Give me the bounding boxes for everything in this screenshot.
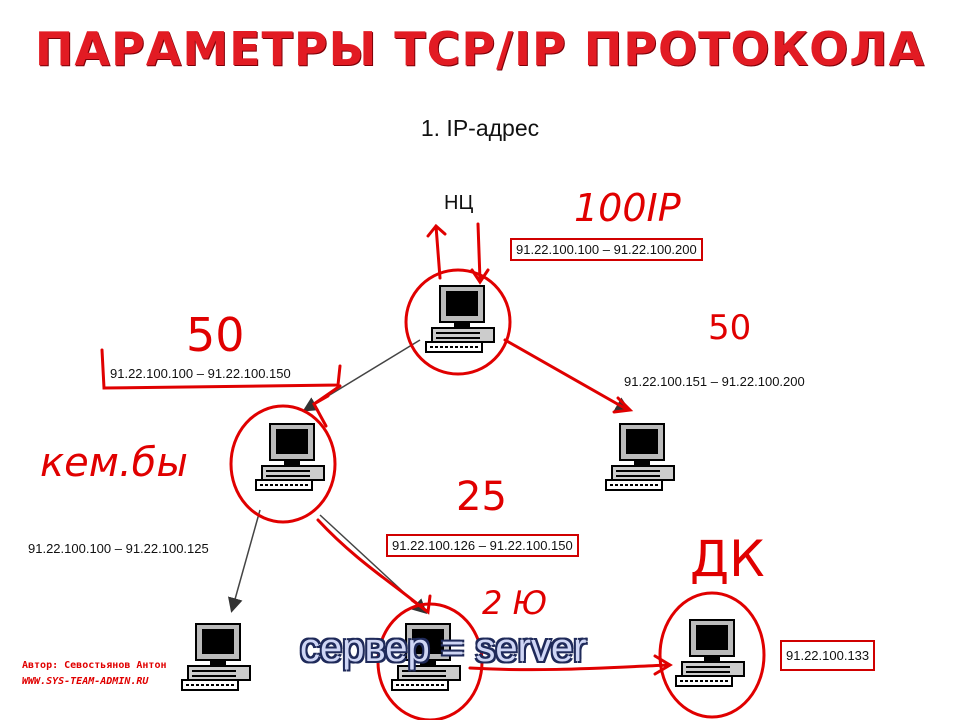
range-root: 91.22.100.100 – 91.22.100.200 (510, 238, 703, 261)
link-left-low (228, 509, 261, 613)
note-middle-count: 25 (456, 474, 507, 520)
note-left: кем.бы (40, 440, 188, 486)
arrow-left-node (312, 384, 342, 428)
arrow-server-link (468, 654, 673, 676)
note-top: 100IP (574, 186, 681, 230)
note-right: ДК (690, 530, 765, 588)
circle-root (404, 268, 512, 376)
author-name: Автор: Севостьянов Антон (22, 660, 167, 671)
arrow-right-node (503, 338, 634, 414)
underline-left-range (100, 348, 342, 390)
computer-left (255, 423, 325, 491)
author-site: WWW.SYS-TEAM-ADMIN.RU (22, 676, 149, 687)
arrow-middle-node (316, 518, 432, 615)
circle-bottom-right (658, 591, 766, 719)
circle-left (229, 404, 337, 524)
root-label: НЦ (444, 192, 474, 214)
range-right: 91.22.100.151 – 91.22.100.200 (624, 374, 805, 389)
computer-bottom-right (675, 619, 745, 687)
note-bottom-middle: 2 Ю (482, 584, 548, 622)
section-subtitle: 1. IP-адрес (420, 115, 540, 141)
computer-root (425, 285, 495, 353)
computer-right (605, 423, 675, 491)
arrow-up (426, 223, 447, 280)
red-annotations (100, 222, 766, 720)
server-watermark: сервер = server (300, 626, 587, 670)
arrow-down (470, 222, 490, 285)
note-right-count: 50 (708, 308, 752, 348)
range-left: 91.22.100.100 – 91.22.100.150 (110, 366, 291, 381)
page-title: ПАРАМЕТРЫ TCP/IP ПРОТОКОЛА (34, 22, 926, 76)
computer-bottom-left (181, 623, 251, 691)
range-single: 91.22.100.133 (780, 640, 876, 671)
range-middle: 91.22.100.126 – 91.22.100.150 (386, 534, 579, 557)
note-left-count: 50 (186, 308, 245, 362)
range-left-low: 91.22.100.100 – 91.22.100.125 (28, 541, 209, 556)
